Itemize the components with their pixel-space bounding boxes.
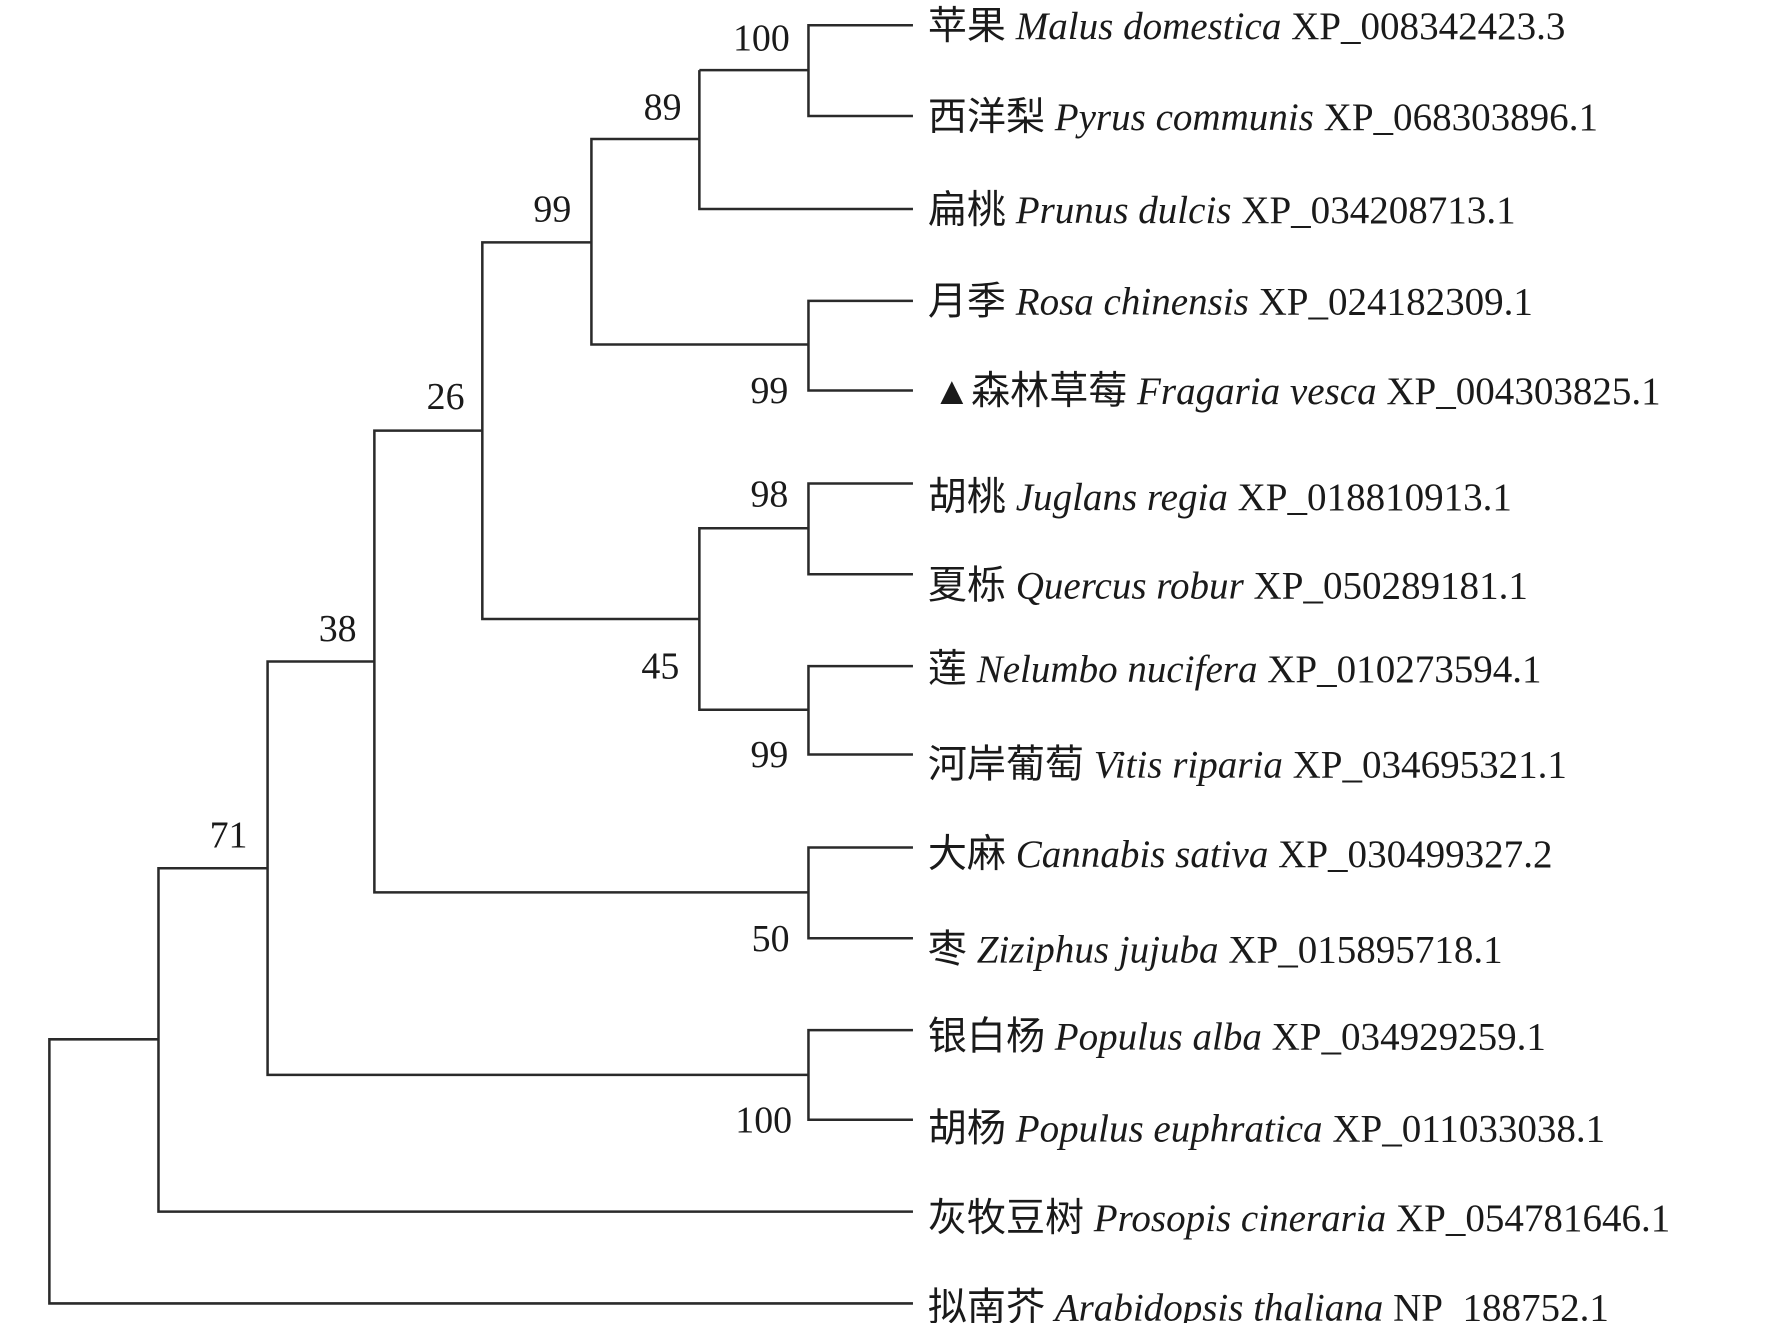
branch-malus-pyrus	[807, 24, 913, 118]
leaf-label-highlighted: ▲森林草莓 Fragaria vesca XP_004303825.1	[932, 370, 1660, 413]
leaf-label: 扁桃 Prunus dulcis XP_034208713.1	[928, 189, 1516, 232]
leaf-labels: 苹果 Malus domestica XP_008342423.3 西洋梨 Py…	[928, 5, 1670, 1323]
leaf-label: 西洋梨 Pyrus communis XP_068303896.1	[928, 96, 1598, 139]
leaf-label: 月季 Rosa chinensis XP_024182309.1	[928, 281, 1533, 324]
bootstrap-label: 71	[210, 815, 248, 857]
bootstrap-label: 99	[750, 734, 788, 776]
bootstrap-labels: 100 89 99 99 98 99 45 26 50 38 100 71	[210, 18, 792, 1142]
bootstrap-label: 50	[752, 918, 790, 960]
leaf-label: 苹果 Malus domestica XP_008342423.3	[928, 5, 1566, 48]
leaf-label: 胡桃 Juglans regia XP_018810913.1	[928, 476, 1512, 519]
leaf-label: 胡杨 Populus euphratica XP_011033038.1	[928, 1108, 1605, 1151]
branch-71	[266, 660, 809, 1077]
triangle-marker-icon: ▲	[932, 370, 971, 413]
bootstrap-label: 38	[319, 608, 357, 650]
branch-populus	[807, 1028, 913, 1121]
branch-45	[698, 527, 809, 711]
leaf-label: 枣 Ziziphus jujuba XP_015895718.1	[928, 928, 1503, 971]
branch-38	[373, 429, 809, 894]
bootstrap-label: 98	[750, 473, 788, 515]
leaf-label: 灰牧豆树 Prosopis cineraria XP_054781646.1	[928, 1197, 1670, 1240]
bootstrap-label: 89	[644, 86, 682, 128]
tree-branches	[48, 24, 913, 1305]
leaf-label: 拟南芥 Arabidopsis thaliana NP_188752.1	[928, 1287, 1609, 1323]
branch-cannabis-ziziphus	[807, 846, 913, 940]
branch-juglans-quercus	[807, 482, 913, 576]
branch-89	[698, 68, 913, 211]
leaf-label: 夏栎 Quercus robur XP_050289181.1	[928, 564, 1528, 607]
branch-root	[48, 1038, 913, 1305]
bootstrap-label: 99	[533, 189, 571, 231]
bootstrap-label: 99	[750, 370, 788, 412]
leaf-label: 莲 Nelumbo nucifera XP_010273594.1	[928, 648, 1542, 691]
bootstrap-label: 100	[735, 1099, 792, 1141]
bootstrap-label: 100	[733, 18, 790, 60]
leaf-label: 河岸葡萄 Vitis riparia XP_034695321.1	[928, 743, 1567, 786]
leaf-label: 大麻 Cannabis sativa XP_030499327.2	[928, 833, 1553, 876]
bootstrap-label: 45	[641, 646, 679, 688]
branch-nelumbo-vitis	[807, 664, 913, 756]
bootstrap-label: 26	[427, 376, 465, 418]
leaf-label: 银白杨 Populus alba XP_034929259.1	[928, 1016, 1546, 1059]
branch-rosa-fragaria	[807, 299, 913, 392]
branch-prosopis	[157, 866, 913, 1213]
